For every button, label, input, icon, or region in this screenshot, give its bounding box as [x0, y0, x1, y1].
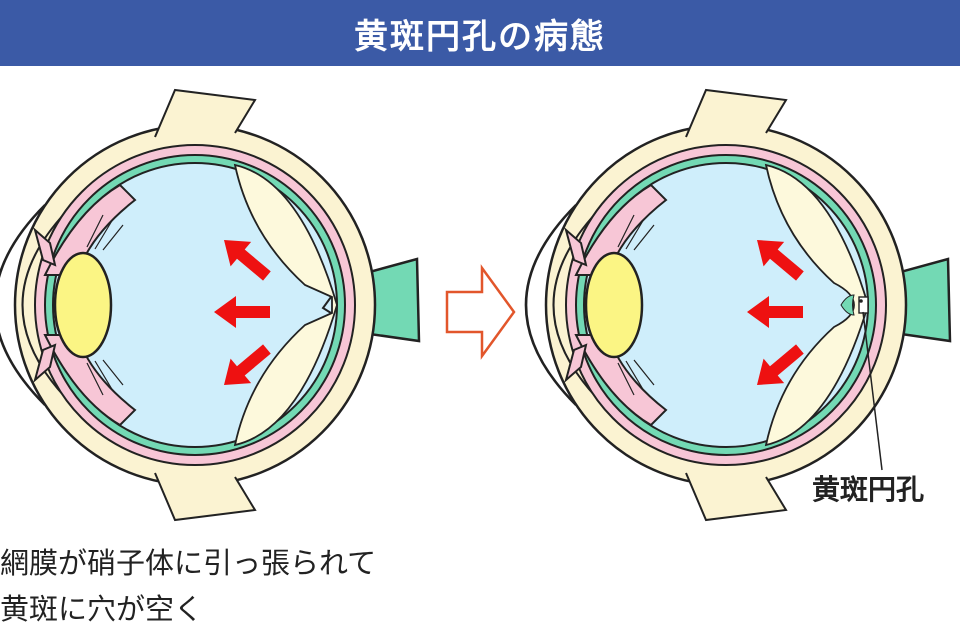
caption-line-1: 網膜が硝子体に引っ張られて: [0, 546, 377, 580]
caption: 網膜が硝子体に引っ張られて 黄斑に穴が空く: [0, 540, 600, 632]
eye-before-diagram: [0, 88, 421, 522]
macular-hole-diagram: [0, 88, 952, 522]
title-bar: 黄斑円孔の病態: [0, 0, 960, 66]
eye-after-diagram: [524, 88, 952, 522]
page-title: 黄斑円孔の病態: [354, 16, 606, 57]
hole-leader-line: [862, 311, 883, 471]
macular-hole-label: 黄斑円孔: [812, 473, 925, 506]
right-arrow-icon: [445, 264, 516, 360]
caption-line-2: 黄斑に穴が空く: [0, 592, 204, 626]
